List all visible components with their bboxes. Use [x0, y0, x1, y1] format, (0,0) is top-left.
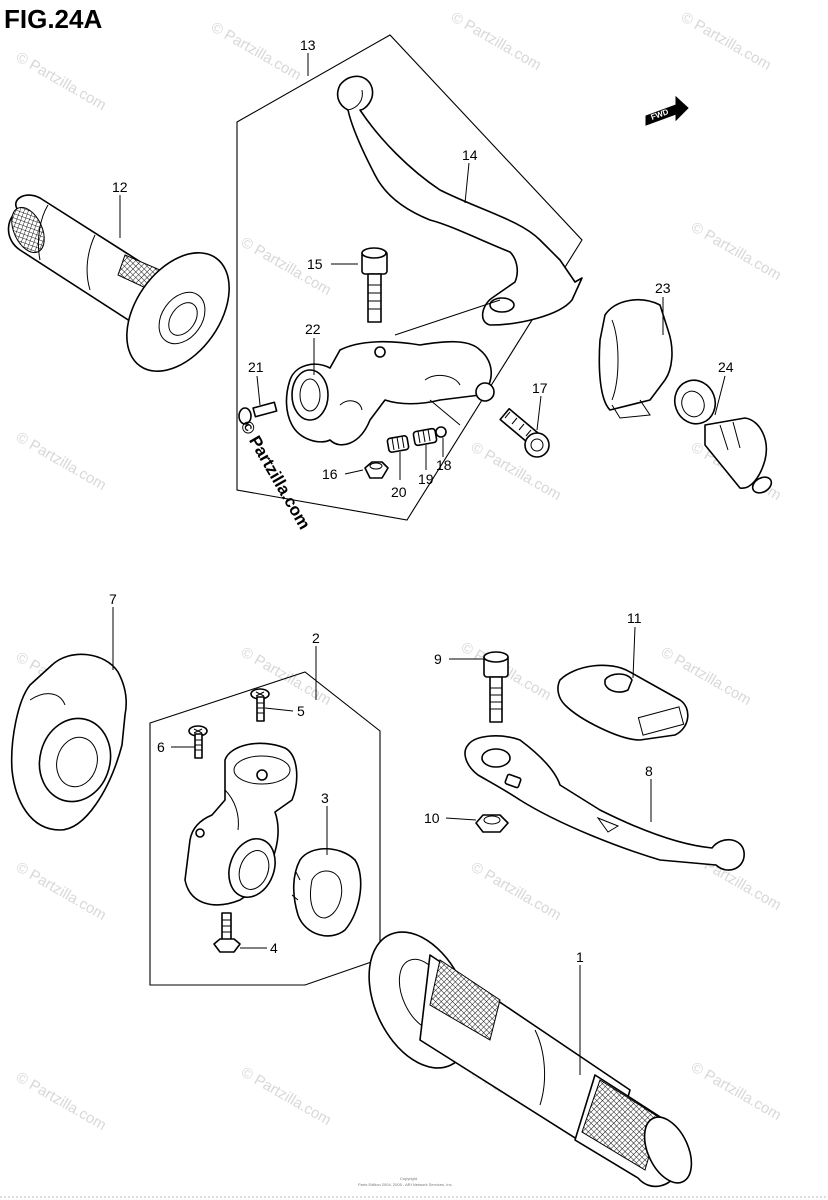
callout-21: 21: [248, 359, 264, 375]
callout-18: 18: [436, 457, 452, 473]
callout-8: 8: [645, 763, 653, 779]
watermark-tile: © Partzilla.com: [448, 9, 544, 74]
right-handlebar-grip: [368, 931, 693, 1188]
watermark-tile: © Partzilla.com: [13, 859, 109, 924]
callout-5: 5: [297, 703, 305, 719]
switch-housing: [10, 653, 127, 831]
spring-left: [386, 435, 410, 453]
callout-2: 2: [312, 630, 320, 646]
footer-line1: Copyright: [400, 1176, 418, 1181]
switch-bolt-4: [213, 912, 241, 953]
clutch-lever-assembly-box: [236, 34, 583, 521]
watermark-tile: © Partzilla.com: [468, 439, 564, 504]
assembly-line: [394, 299, 501, 336]
lever-boot: [598, 299, 673, 419]
watermark-tile: © Partzilla.com: [468, 859, 564, 924]
callout-3: 3: [321, 790, 329, 806]
lever-nut: [475, 814, 509, 833]
callout-23: 23: [655, 280, 671, 296]
callout-4: 4: [270, 940, 278, 956]
leader-lines: [112, 53, 726, 1075]
watermark-tile: © Partzilla.com: [238, 644, 334, 709]
spring-right: [412, 427, 438, 447]
callout-1: 1: [576, 949, 584, 965]
holder-screw: [238, 401, 278, 425]
watermark-tile: © Partzilla.com: [13, 49, 109, 114]
callout-9: 9: [434, 651, 442, 667]
cable-adjuster-assembly: [673, 379, 773, 494]
left-handlebar-grip: [7, 194, 230, 372]
callout-7: 7: [109, 591, 117, 607]
watermark-tile: © Partzilla.com: [13, 429, 109, 494]
switch-plate: [291, 848, 362, 937]
switch-screw-6: [188, 725, 208, 759]
callout-20: 20: [391, 484, 407, 500]
switch-body: [184, 742, 298, 906]
watermark-tile: © Partzilla.com: [208, 19, 304, 84]
assembly-line: [429, 399, 461, 426]
callout-13: 13: [300, 37, 316, 53]
figure-title: FIG.24A: [4, 4, 102, 34]
footer-line2: Parts Edition 2004, 2005 - ARI Network S…: [358, 1182, 453, 1187]
watermark-tile: © Partzilla.com: [688, 1059, 784, 1124]
brake-lever: [464, 735, 745, 871]
callout-15: 15: [307, 256, 323, 272]
callout-17: 17: [532, 380, 548, 396]
callout-14: 14: [462, 147, 478, 163]
watermark-tile: © Partzilla.com: [678, 9, 774, 74]
lever-pivot-bolt: [361, 247, 388, 323]
fwd-arrow-icon: FWD: [645, 95, 689, 126]
cable-adjuster: [499, 407, 550, 458]
callout-6: 6: [157, 739, 165, 755]
watermark-tile: © Partzilla.com: [13, 1069, 109, 1134]
adjuster-nut: [364, 461, 389, 479]
lever-guard: [557, 664, 689, 741]
callout-labels: 13 14 12 15 22 23 21 24 17 18 16 19 20 7…: [109, 37, 734, 965]
callout-16: 16: [322, 466, 338, 482]
detent-ball: [435, 426, 447, 438]
callout-22: 22: [305, 321, 321, 337]
callout-11: 11: [627, 610, 642, 626]
callout-12: 12: [112, 179, 128, 195]
watermark-tile: © Partzilla.com: [238, 1064, 334, 1129]
watermark-tile: © Partzilla.com: [688, 219, 784, 284]
callout-10: 10: [424, 810, 440, 826]
lever-bolt: [483, 651, 509, 723]
callout-19: 19: [418, 471, 434, 487]
switch-screw-5: [250, 688, 270, 722]
clutch-lever-holder: [285, 340, 495, 446]
callout-24: 24: [718, 359, 734, 375]
